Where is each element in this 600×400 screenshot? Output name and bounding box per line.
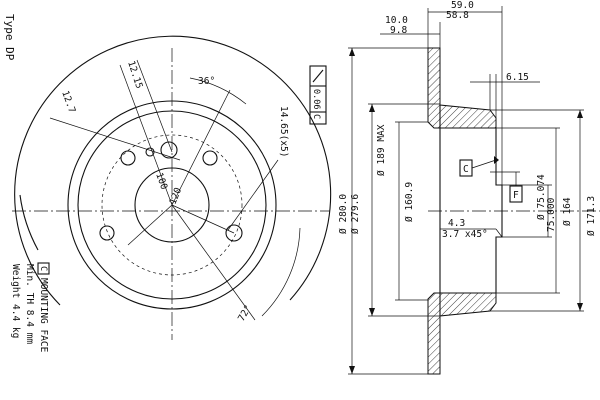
d-280-0: Ø 280.0 <box>338 194 349 234</box>
angle-leader <box>171 89 231 206</box>
dim-58-8: 58.8 <box>446 10 469 21</box>
d-160-9: Ø 160.9 <box>404 182 415 222</box>
pcd-leader <box>127 204 173 246</box>
runout-icon <box>312 69 324 83</box>
angle-36: 36° <box>198 76 215 87</box>
front-view: Type DP <box>3 14 332 353</box>
outer-disc-edge <box>14 35 332 306</box>
bolt-hole <box>202 150 218 166</box>
dim-59-0: 59.0 <box>451 0 474 11</box>
drawing-title: Type DP <box>3 14 16 61</box>
dim-leader-12-7 <box>49 117 181 161</box>
locator-hole <box>145 147 155 157</box>
runout-frame: 0.06 C <box>309 65 327 125</box>
d-75-074: Ø 75.074 <box>536 174 547 220</box>
angle-leader <box>119 64 173 206</box>
dim-12-15: 12.15 <box>125 60 144 91</box>
runout-value: 0.06 <box>311 89 321 109</box>
bolt-holes <box>99 141 243 242</box>
datum-c-arrow <box>494 156 499 164</box>
dim-12-7: 12.7 <box>59 89 77 114</box>
dim-10-0: 10.0 <box>385 15 408 26</box>
dim-6-15: 6.15 <box>506 72 529 83</box>
chamfer-3-7: 3.7 x45° <box>442 229 488 240</box>
angle-72: 72° <box>236 303 254 323</box>
angle-arc-36 <box>189 77 247 105</box>
hat-outer-circle <box>77 110 267 300</box>
chamfer-4-3: 4.3 <box>448 218 465 229</box>
pcd-100: 100 <box>153 171 169 191</box>
outer-disc-edge-left <box>19 194 39 251</box>
angle-leader <box>171 204 256 321</box>
runout-datum: C <box>311 114 321 119</box>
friction-inner-ring <box>67 100 277 310</box>
section-bottom <box>427 292 497 375</box>
d-279-6: Ø 279.6 <box>350 194 361 234</box>
notes-block: C MOUNTING FACE Min. TH 8.4 mm Weight 4.… <box>10 262 50 353</box>
mounting-symbol-box <box>37 262 50 275</box>
angle-arc-72 <box>261 227 301 317</box>
dim-9-8: 9.8 <box>390 25 407 36</box>
dim-leader-12-15 <box>136 59 173 153</box>
datum-c: C <box>463 164 469 175</box>
bolt-hole <box>120 150 136 166</box>
section-top <box>427 47 497 129</box>
pcd-leader <box>171 204 235 234</box>
min-thickness-note: Min. TH 8.4 mm <box>24 264 35 344</box>
datum-f: F <box>513 190 519 201</box>
mounting-note: MOUNTING FACE <box>38 278 49 353</box>
runout-box <box>309 65 327 125</box>
bolt-hole <box>225 224 243 242</box>
section-view: 10.0 9.8 59.0 58.8 6.15 Ø 189 MAX Ø 160.… <box>338 0 600 375</box>
hub-profile <box>495 128 503 293</box>
d-171-3: Ø 171.3 <box>586 196 597 236</box>
bolt-hole <box>160 141 178 159</box>
pcd-120: 120 <box>168 186 185 206</box>
bolt-hole <box>99 225 115 241</box>
d-75-000: 75.000 <box>546 197 557 232</box>
hub-bore <box>134 167 210 243</box>
d-164: Ø 164 <box>562 197 573 226</box>
mounting-symbol: C <box>38 266 48 271</box>
weight-note: Weight 4.4 kg <box>10 264 21 338</box>
hole-dim: 14.65(x5) <box>278 106 289 157</box>
hat-inner-circle <box>101 134 243 276</box>
d-189: Ø 189 MAX <box>376 124 387 176</box>
hole-leader <box>227 159 279 231</box>
